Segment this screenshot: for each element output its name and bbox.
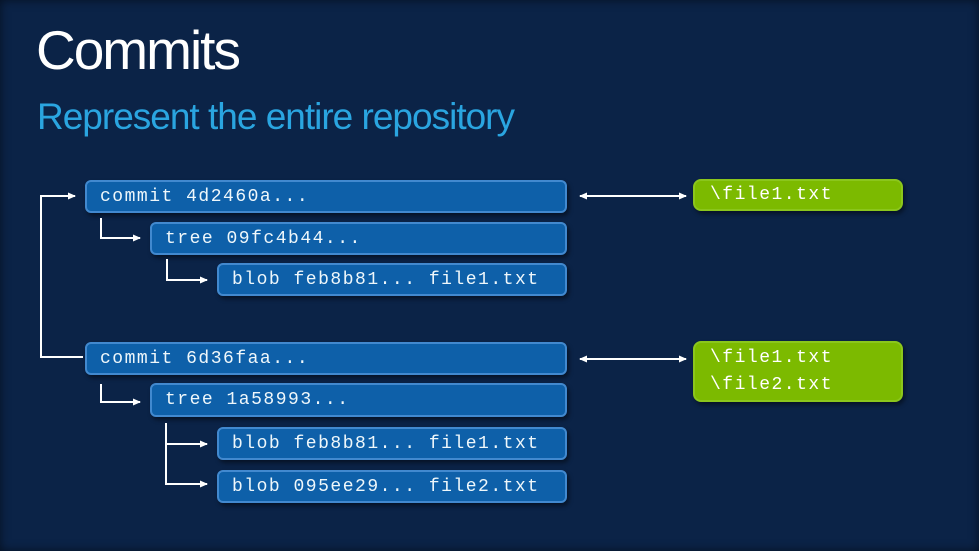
- blob-node-1-label: blob feb8b81... file1.txt: [232, 269, 540, 290]
- snapshot-2-file-1: \file1.txt: [710, 347, 834, 368]
- blob-node-2a-label: blob feb8b81... file1.txt: [232, 433, 540, 454]
- parent-pointer-arrow: [40, 192, 83, 358]
- tree-node-1: tree 09fc4b44...: [150, 222, 567, 255]
- blob-node-2b-label: blob 095ee29... file2.txt: [232, 476, 540, 497]
- commit-node-2-label: commit 6d36faa...: [100, 348, 310, 369]
- commit-node-2: commit 6d36faa...: [85, 342, 567, 375]
- blob-node-2a: blob feb8b81... file1.txt: [217, 427, 567, 460]
- tree-node-2-label: tree 1a58993...: [165, 390, 350, 410]
- commit2-to-tree2-arrow: [100, 384, 141, 406]
- commit-node-1-label: commit 4d2460a...: [100, 186, 310, 207]
- blob-node-1: blob feb8b81... file1.txt: [217, 263, 567, 296]
- blob-node-2b: blob 095ee29... file2.txt: [217, 470, 567, 503]
- tree1-to-blob1-arrow: [166, 259, 208, 284]
- tree2-to-blob2b-arrow: [165, 423, 208, 488]
- tree-node-2: tree 1a58993...: [150, 383, 567, 417]
- snapshot-box-2: \file1.txt \file2.txt: [693, 341, 903, 402]
- commit1-to-tree1-arrow: [100, 218, 141, 242]
- slide-title: Commits: [36, 19, 241, 81]
- snapshot-1-file-1: \file1.txt: [710, 184, 834, 205]
- snapshot-2-file-2: \file2.txt: [710, 374, 834, 395]
- slide-subtitle: Represent the entire repository: [37, 96, 515, 137]
- tree-node-1-label: tree 09fc4b44...: [165, 228, 362, 249]
- snapshot-box-1: \file1.txt: [693, 179, 903, 211]
- commit-node-1: commit 4d2460a...: [85, 180, 567, 213]
